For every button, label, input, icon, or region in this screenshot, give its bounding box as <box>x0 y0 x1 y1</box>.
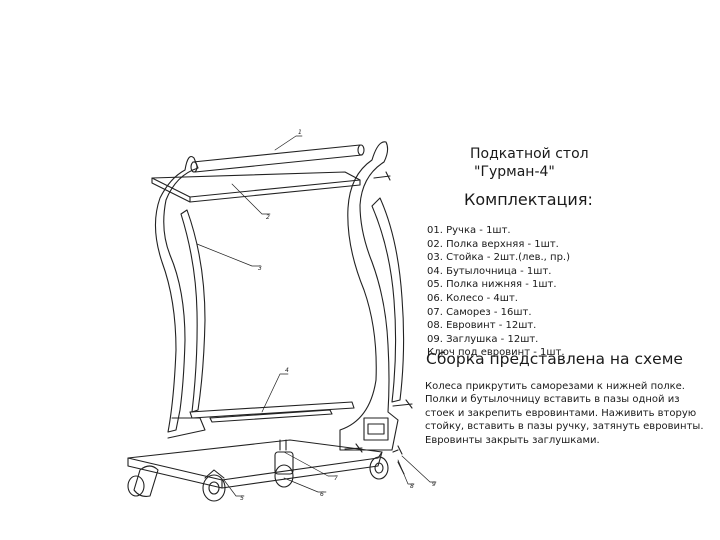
callout-6: 6 <box>320 491 324 498</box>
product-title-line1: Подкатной стол <box>470 146 589 162</box>
parts-list: 01. Ручка - 1шт. 02. Полка верхняя - 1шт… <box>427 224 570 360</box>
parts-list-item: 06. Колесо - 4шт. <box>427 292 518 304</box>
callout-9: 9 <box>432 481 436 488</box>
left-upright-part <box>154 155 206 439</box>
assembly-instructions: Колеса прикрутить саморезами к нижней по… <box>425 380 704 447</box>
parts-list-item: 08. Евровинт - 12шт. <box>427 320 537 332</box>
instruction-line: Колеса прикрутить саморезами к нижней по… <box>425 381 685 392</box>
handle-part <box>190 144 365 173</box>
parts-list-item: 07. Саморез - 16шт. <box>427 306 532 318</box>
leader-lines <box>196 135 437 497</box>
instruction-line: стойку, вставить в пазы ручку, затянуть … <box>425 421 704 433</box>
right-upright-part <box>339 141 405 451</box>
callout-2: 2 <box>266 214 270 221</box>
callout-7: 7 <box>334 475 338 482</box>
callout-8: 8 <box>410 483 414 490</box>
callout-5: 5 <box>240 495 244 502</box>
kit-heading: Комплектация: <box>464 190 593 209</box>
parts-list-item: 03. Стойка - 2шт.(лев., пр.) <box>427 252 570 264</box>
parts-list-item: 09. Заглушка - 12шт. <box>427 333 539 345</box>
bottle-holder-part <box>189 401 355 423</box>
callout-1: 1 <box>298 129 302 136</box>
callout-4: 4 <box>285 367 289 374</box>
parts-list-item: 05. Полка нижняя - 1шт. <box>427 279 557 291</box>
assembly-heading: Сборка представлена на схеме <box>426 350 683 368</box>
fastener-parts <box>279 171 413 475</box>
parts-list-item: 02. Полка верхняя - 1шт. <box>427 238 559 250</box>
callout-numbers: 1 2 3 4 5 6 7 8 9 <box>240 129 436 502</box>
callout-3: 3 <box>258 265 262 272</box>
instruction-line: Полки и бутылочницу вставить в пазы одно… <box>425 394 680 406</box>
parts-list-item: 01. Ручка - 1шт. <box>427 225 511 236</box>
top-shelf-part <box>151 171 361 203</box>
parts-list-item: 04. Бутылочница - 1шт. <box>427 265 552 277</box>
instruction-line: Евровинты закрыть заглушками. <box>425 434 600 446</box>
lower-shelf-part <box>127 439 383 497</box>
parts-list-item: Ключ под евровинт - 1шт. <box>427 347 565 359</box>
product-title-line2: "Гурман-4" <box>474 164 555 180</box>
instruction-line: стоек и закрепить евровинтами. Наживить … <box>425 407 697 419</box>
wheel-parts <box>127 451 389 502</box>
